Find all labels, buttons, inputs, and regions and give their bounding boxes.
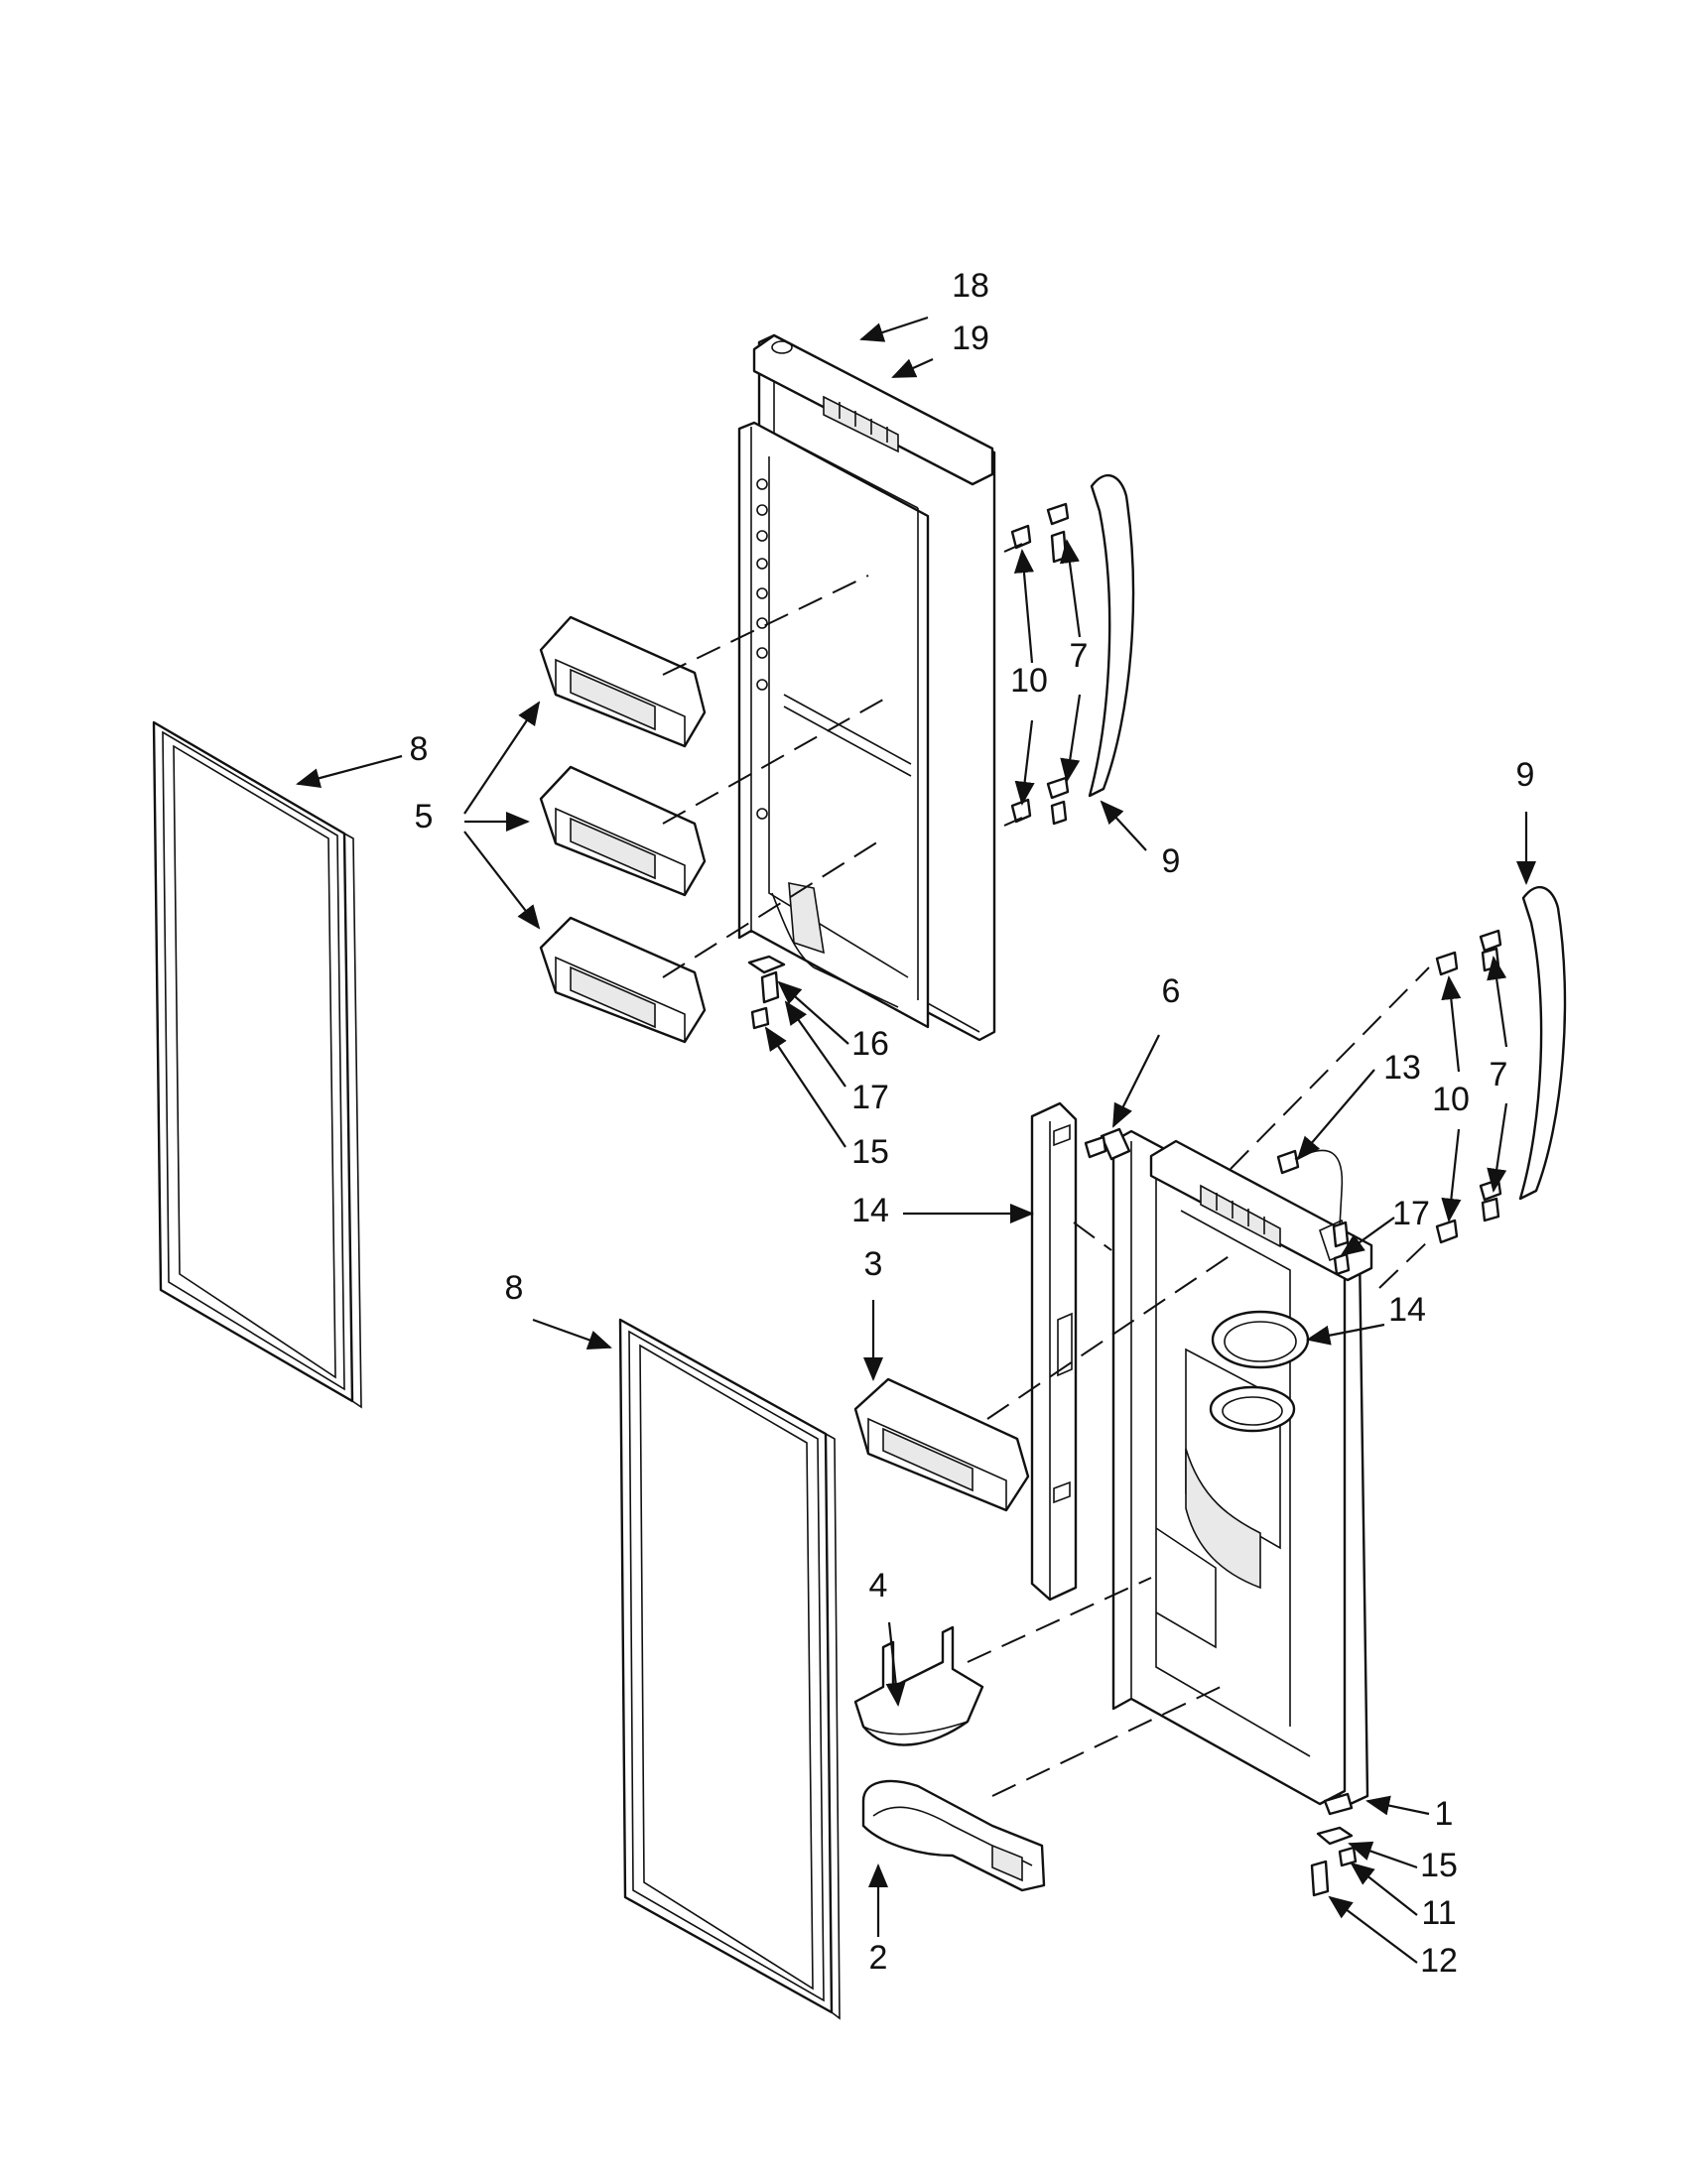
lower-bin-guide — [986, 1254, 1232, 1420]
callout-5: 5 — [415, 798, 434, 835]
leader-lines — [296, 316, 1537, 1964]
bracket-guide — [967, 1577, 1152, 1663]
callout-11: 13 — [1383, 1049, 1421, 1087]
upper-handle-guide-lower — [1003, 817, 1023, 827]
callout-2: 2 — [869, 1939, 888, 1977]
upper-handle-guide — [1003, 543, 1023, 553]
bin-upper-guide — [662, 575, 869, 676]
dispenser-trim — [1030, 1101, 1078, 1602]
callout-1: 1 — [1435, 1795, 1454, 1833]
callout-19: 19 — [952, 320, 989, 357]
callout-7-lower: 7 — [1490, 1056, 1508, 1093]
lower-door-bin — [853, 1377, 1030, 1512]
lower-handle-guide-lower — [1378, 1239, 1430, 1289]
callout-8-left-gasket: 8 — [410, 730, 429, 768]
callout-17-lower: 12 — [1420, 1942, 1458, 1980]
upper-handle — [1088, 473, 1135, 798]
callout-10-upper: 10 — [1010, 662, 1048, 700]
callout-6: 6 — [1162, 972, 1181, 1010]
bottom-trim — [861, 1779, 1046, 1892]
door-bin-lower — [539, 916, 707, 1044]
lower-hinge-hardware — [1310, 1826, 1358, 1897]
callout-16: 17 — [1392, 1195, 1430, 1232]
callout-12: 14 — [1388, 1291, 1426, 1329]
callout-8-right-gasket: 8 — [505, 1269, 524, 1307]
callout-labels: 18 19 8 5 10 7 9 16 17 15 6 14 3 8 4 2 9… — [410, 267, 1535, 1980]
callout-17-upper: 17 — [851, 1079, 889, 1116]
left-door-gasket — [152, 720, 362, 1409]
trim-bottom-guide — [991, 1686, 1222, 1797]
callout-9-lower: 9 — [1516, 756, 1535, 794]
door-bin-middle — [539, 765, 707, 897]
callout-15-lower: 15 — [1420, 1847, 1458, 1884]
bottom-bracket — [853, 1625, 984, 1746]
right-door-gasket — [618, 1318, 841, 2020]
trim-screw — [1084, 1135, 1107, 1159]
lower-door-liner — [1100, 1127, 1373, 1816]
lower-handle-guide-upper — [1230, 966, 1430, 1170]
callout-15-upper: 16 — [851, 1025, 889, 1063]
callout-10-lower: 10 — [1432, 1081, 1470, 1118]
upper-hinge-hardware — [747, 955, 786, 1030]
bin-lower-guide — [662, 837, 884, 978]
callout-4: 4 — [869, 1567, 888, 1605]
upper-door-liner — [737, 333, 996, 1042]
liner-bin-holes — [756, 478, 768, 820]
callout-3: 3 — [864, 1245, 883, 1283]
callout-14-upper: 15 — [851, 1133, 889, 1171]
callout-13: 14 — [851, 1192, 889, 1229]
bin-middle-guide — [662, 699, 884, 825]
callout-9-upper: 9 — [1162, 842, 1181, 880]
trim-guide — [1073, 1221, 1112, 1251]
callout-14-lower: 11 — [1421, 1894, 1456, 1932]
callout-18: 18 — [952, 267, 989, 305]
door-bin-upper — [539, 615, 707, 748]
callout-7-upper: 7 — [1070, 637, 1089, 675]
lower-handle — [1518, 885, 1567, 1201]
